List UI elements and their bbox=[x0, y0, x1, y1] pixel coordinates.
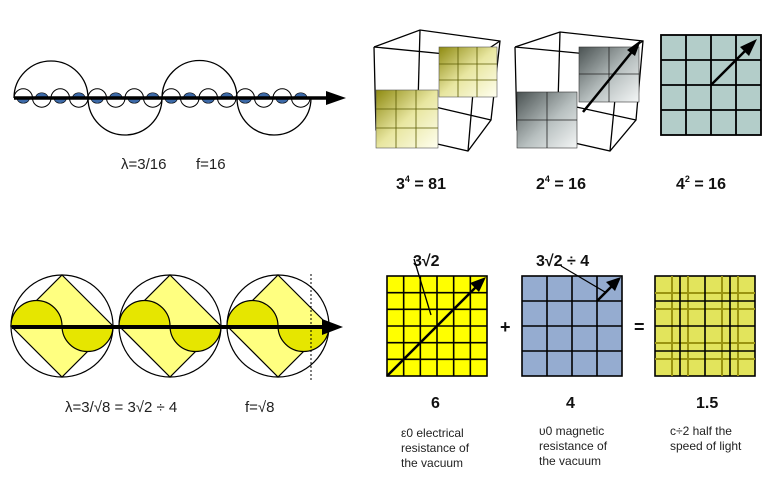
small-wave-lambda: λ=3/16 bbox=[121, 156, 167, 173]
cube-3-power-4 bbox=[373, 29, 501, 152]
eq-result: = 81 bbox=[414, 176, 446, 193]
eq-result: = 16 bbox=[694, 176, 726, 193]
olive-grid-combined bbox=[654, 275, 756, 377]
eq-base: 3 bbox=[396, 176, 405, 193]
blue-grid-4x4 bbox=[521, 265, 623, 377]
small-wave-diagram bbox=[13, 59, 346, 136]
square-16-equation: 42 = 16 bbox=[676, 174, 726, 194]
eq-exp: 4 bbox=[404, 174, 410, 184]
cube-16-equation: 24 = 16 bbox=[536, 174, 586, 194]
olive-grid-value: 1.5 bbox=[696, 395, 719, 412]
blue-grid-value: 4 bbox=[566, 395, 575, 412]
olive-grid-description: c÷2 half the speed of light bbox=[670, 424, 742, 453]
square-4-by-4 bbox=[660, 34, 762, 136]
yellow-grid-description: ε0 electrical resistance of the vacuum bbox=[401, 426, 470, 470]
diamond-wave-diagram bbox=[10, 274, 343, 382]
blue-grid-description: υ0 magnetic resistance of the vacuum bbox=[539, 424, 608, 468]
eq-exp: 4 bbox=[544, 174, 550, 184]
yellow-grid-value: 6 bbox=[431, 395, 440, 412]
eq-exp: 2 bbox=[684, 174, 690, 184]
eq-base: 4 bbox=[676, 176, 685, 193]
yellow-grid-6x6 bbox=[386, 258, 488, 377]
eq-base: 2 bbox=[536, 176, 545, 193]
cube-2-power-4 bbox=[514, 31, 644, 152]
blue-grid-arrow-label: 3√2 ÷ 4 bbox=[536, 253, 590, 270]
small-wave-frequency: f=16 bbox=[196, 156, 226, 173]
yellow-grid-arrow-label: 3√2 bbox=[413, 253, 440, 270]
cube-81-equation: 34 = 81 bbox=[396, 174, 446, 194]
plus-operator: + bbox=[500, 317, 511, 337]
equals-operator: = bbox=[634, 317, 645, 337]
diamond-wave-lambda: λ=3/√8 = 3√2 ÷ 4 bbox=[65, 399, 178, 416]
diamond-wave-frequency: f=√8 bbox=[245, 399, 275, 416]
eq-result: = 16 bbox=[554, 176, 586, 193]
